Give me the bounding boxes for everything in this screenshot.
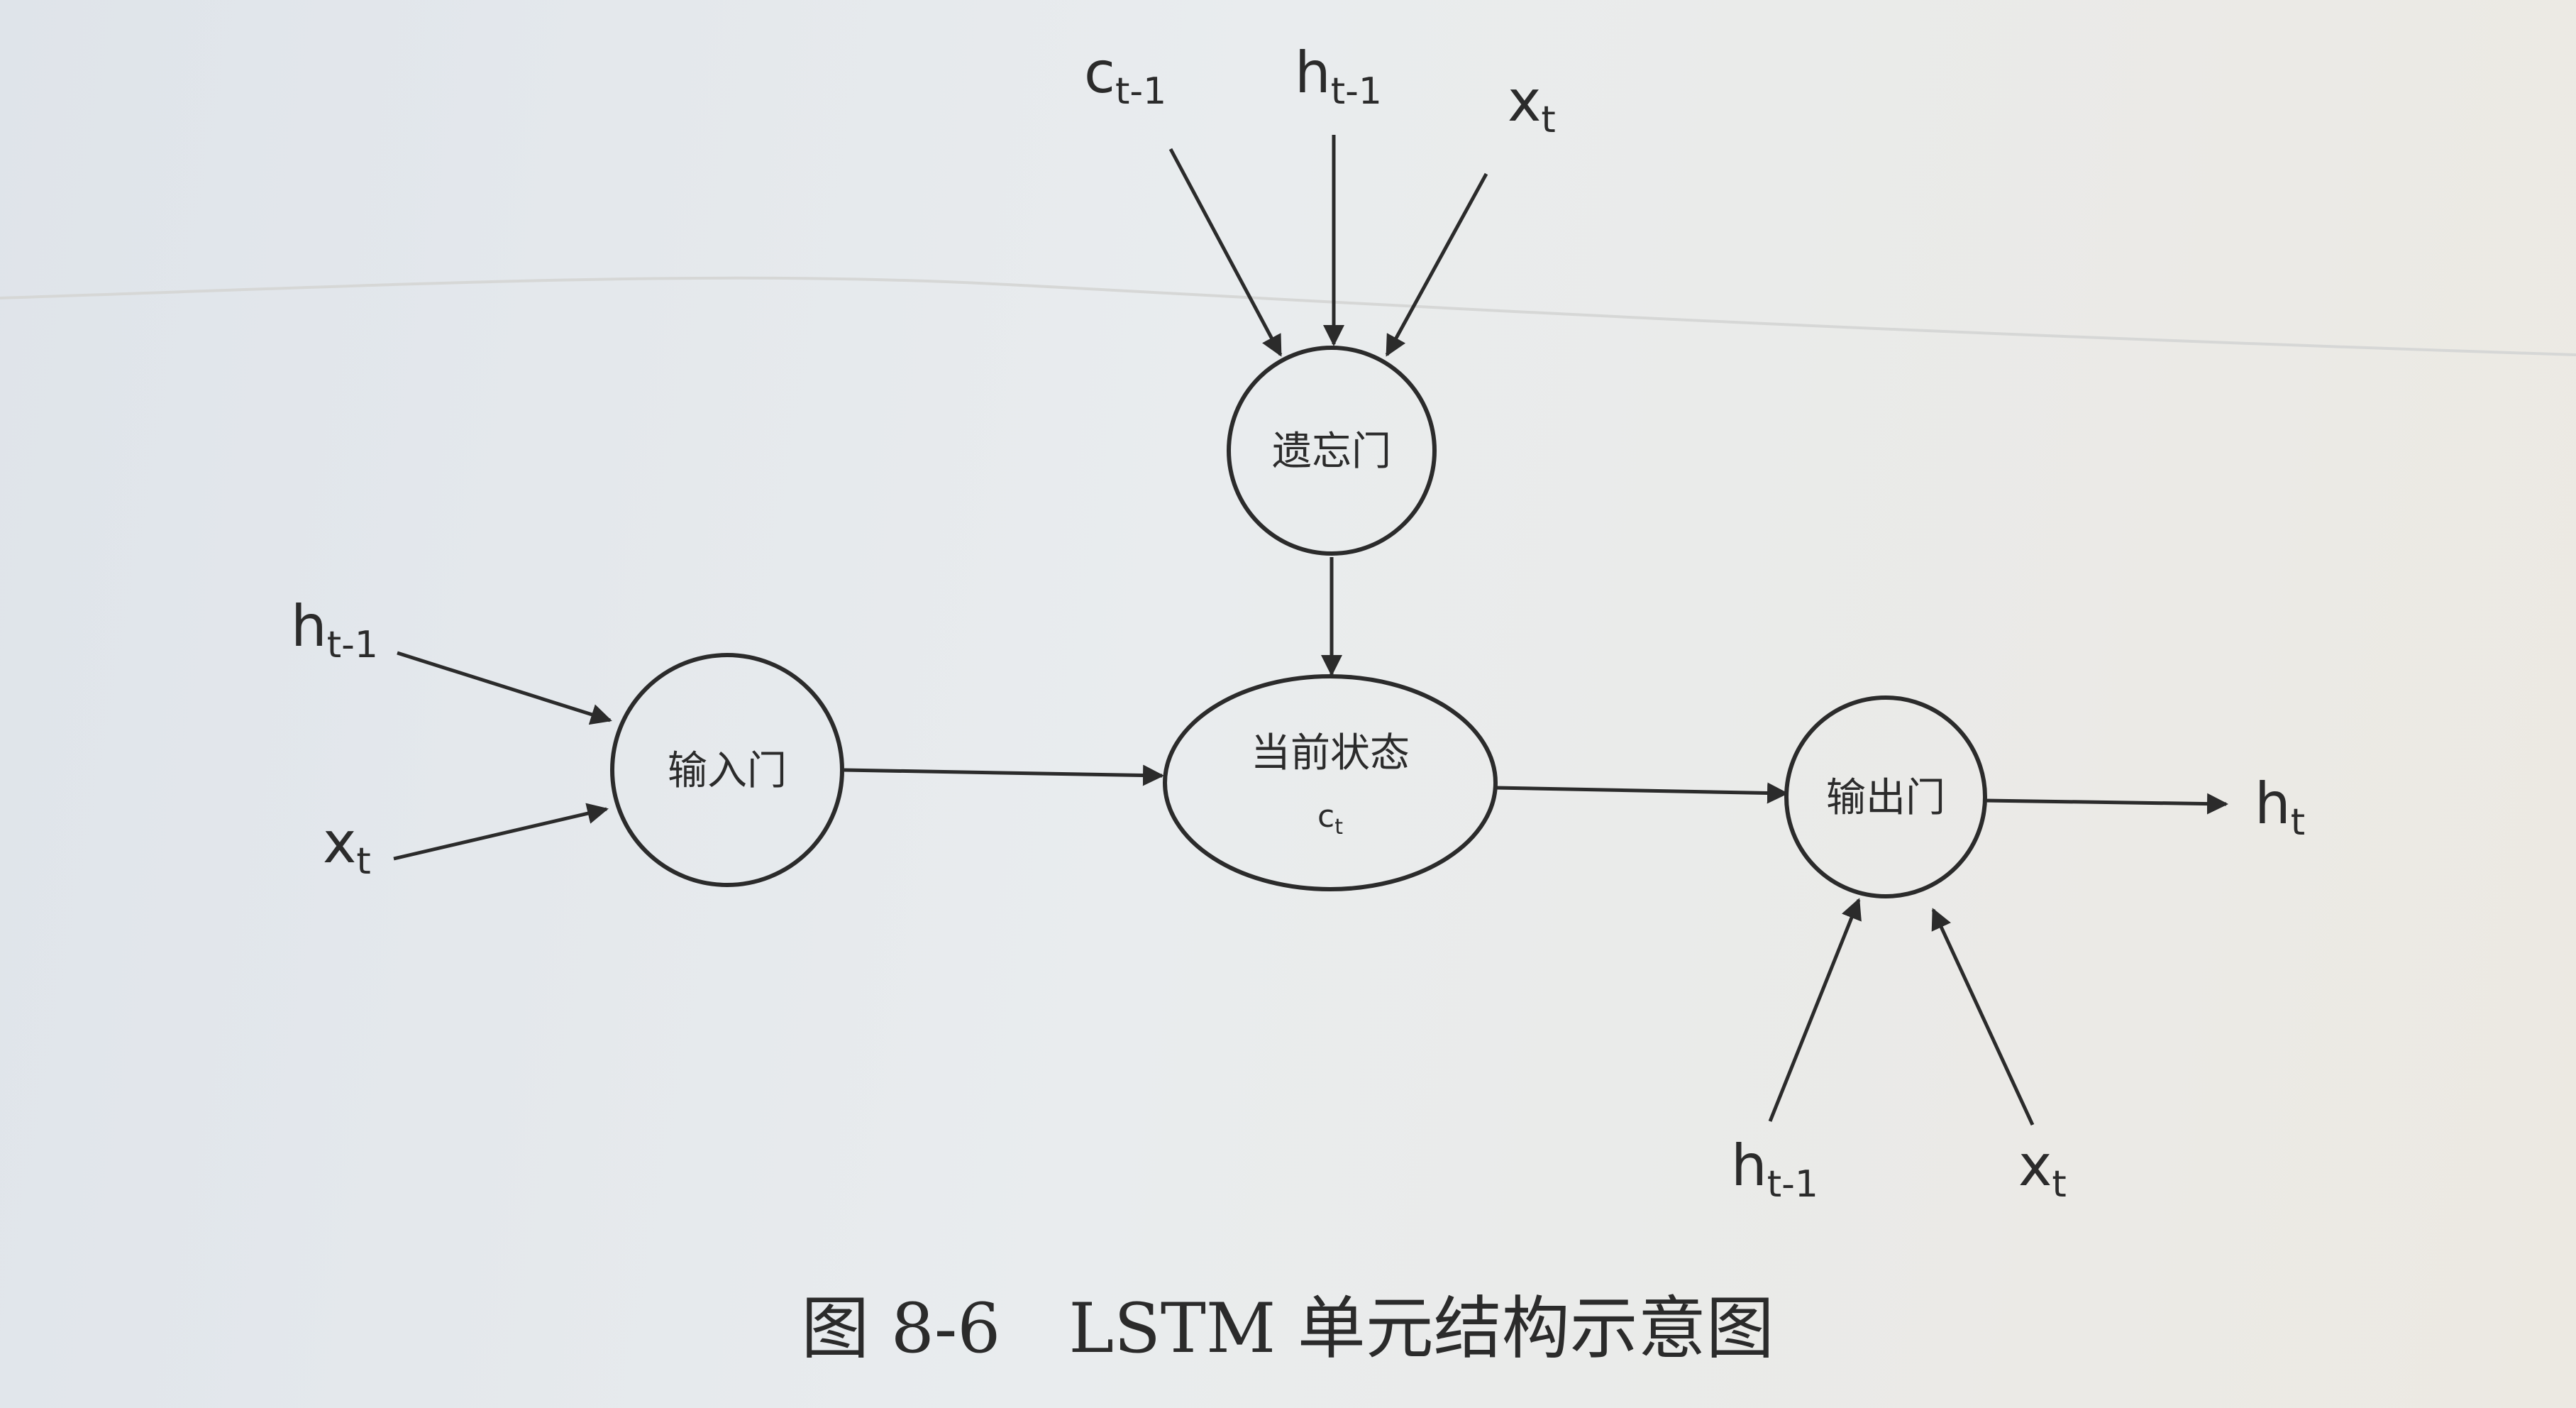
label-output-h: ht-1 bbox=[1731, 1133, 1818, 1206]
label-output-h-t: ht bbox=[2255, 771, 2305, 844]
input-gate-node bbox=[610, 653, 844, 887]
label-input-x: xt bbox=[323, 810, 371, 883]
edge-forget-x bbox=[1385, 172, 1488, 357]
current-state-sub-label: ct bbox=[1317, 798, 1343, 840]
forget-gate-node bbox=[1227, 346, 1437, 556]
edge-output-h bbox=[1768, 898, 1862, 1122]
edge-input-h bbox=[397, 651, 612, 725]
label-forget-c: ct-1 bbox=[1084, 40, 1166, 113]
label-output-x: xt bbox=[2018, 1133, 2067, 1206]
edge-output-x bbox=[1931, 908, 2035, 1126]
figure-caption: 图 8-6 LSTM 单元结构示意图 bbox=[801, 1289, 1774, 1368]
edge-forget-c bbox=[1168, 148, 1283, 357]
edge-input-x bbox=[393, 803, 609, 861]
label-input-h: ht-1 bbox=[291, 593, 378, 666]
current-state-label: 当前状态 bbox=[1251, 730, 1410, 776]
input-gate-label: 输入门 bbox=[668, 748, 787, 794]
forget-gate-label: 遗忘门 bbox=[1272, 429, 1391, 475]
edge-input-to-state bbox=[844, 764, 1164, 786]
current-state-node bbox=[1163, 674, 1498, 891]
edge-output-to-h bbox=[1984, 793, 2228, 815]
edge-state-to-output bbox=[1495, 782, 1789, 804]
label-forget-h: ht-1 bbox=[1295, 40, 1382, 113]
paper-crease bbox=[0, 276, 2576, 356]
output-gate-label: 输出门 bbox=[1826, 775, 1945, 821]
label-forget-x: xt bbox=[1508, 68, 1556, 141]
output-gate-node bbox=[1784, 695, 1987, 898]
